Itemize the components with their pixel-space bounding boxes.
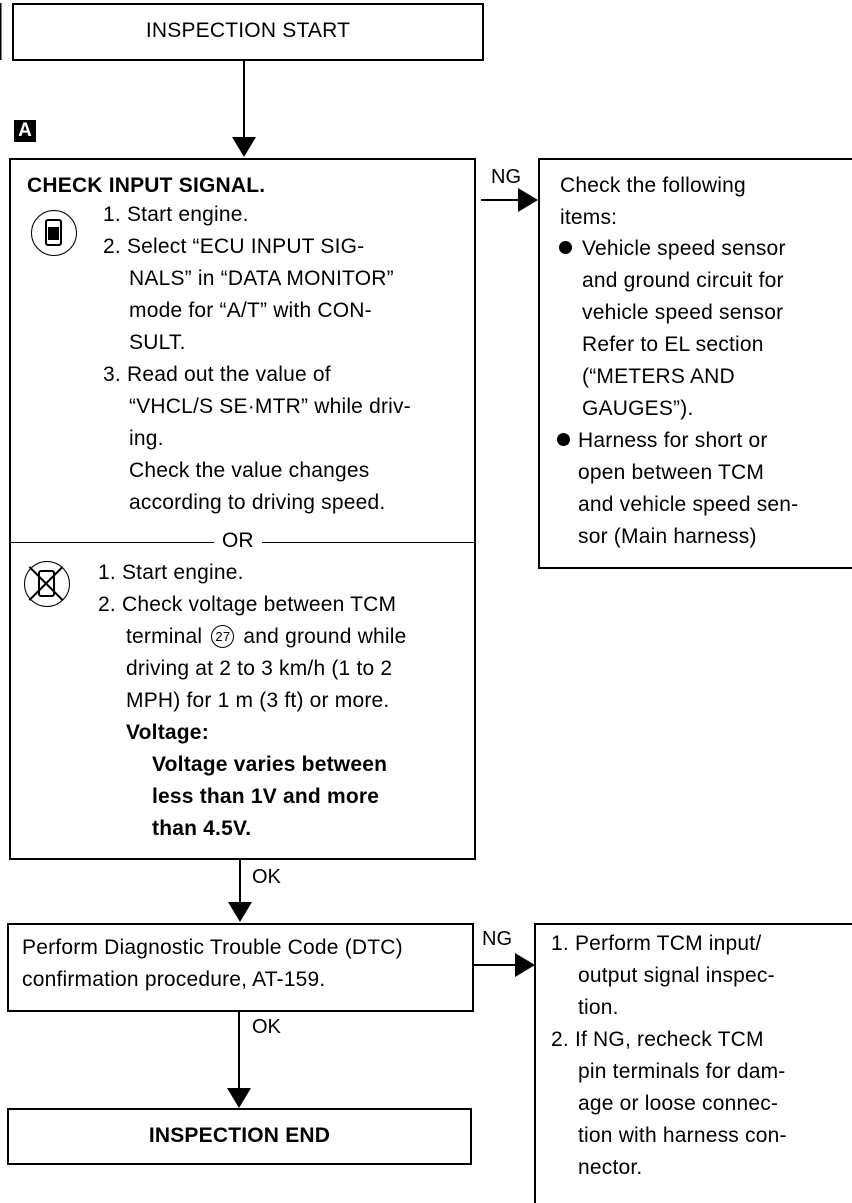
consult-step-3b: “VHCL/S SE·MTR” while driv- bbox=[129, 395, 411, 418]
bullet-icon bbox=[559, 241, 572, 254]
no-consult-step-2b: terminal 27 and ground while bbox=[126, 621, 407, 653]
voltage-spec-2: less than 1V and more bbox=[152, 785, 380, 808]
ng1-item1-line4: Refer to EL section bbox=[582, 333, 764, 356]
ng2-recheck-box bbox=[534, 923, 852, 1203]
terminal-27-icon: 27 bbox=[211, 625, 235, 648]
ng1-item1-line2: and ground circuit for bbox=[582, 269, 784, 292]
ng2-line-7: tion with harness con- bbox=[578, 1124, 787, 1147]
consult-step-2d: SULT. bbox=[129, 331, 186, 354]
ng2-line-3: tion. bbox=[578, 996, 619, 1019]
no-consult-step-2d: MPH) for 1 m (3 ft) or more. bbox=[126, 689, 390, 712]
ng1-item2-line4: sor (Main harness) bbox=[578, 525, 757, 548]
consult-step-1: 1. Start engine. bbox=[103, 203, 249, 226]
dtc-line-1: Perform Diagnostic Trouble Code (DTC) bbox=[22, 936, 403, 959]
or-label: OR bbox=[214, 529, 262, 553]
and-ground-text: and ground while bbox=[243, 625, 407, 648]
ng1-item1-line5: (“METERS AND bbox=[582, 365, 735, 388]
terminal-word: terminal bbox=[126, 625, 203, 648]
ng1-item2-line2: open between TCM bbox=[578, 461, 765, 484]
ng1-item1-line6: GAUGES”). bbox=[582, 397, 694, 420]
bullet-icon bbox=[557, 433, 570, 446]
consult-step-3e: according to driving speed. bbox=[129, 491, 386, 514]
section-marker: A bbox=[14, 120, 36, 142]
ng1-item2-line3: and vehicle speed sen- bbox=[578, 493, 799, 516]
no-consult-step-2a: 2. Check voltage between TCM bbox=[98, 593, 397, 616]
ng2-line-8: nector. bbox=[578, 1156, 643, 1179]
ng1-item1-line1: Vehicle speed sensor bbox=[582, 237, 786, 260]
ng2-line-5: pin terminals for dam- bbox=[578, 1060, 786, 1083]
consult-step-2b: NALS” in “DATA MONITOR” bbox=[129, 267, 394, 290]
inspection-end-label: INSPECTION END bbox=[148, 1124, 331, 1147]
consult-step-2a: 2. Select “ECU INPUT SIG- bbox=[103, 235, 365, 258]
dtc-line-2: confirmation procedure, AT-159. bbox=[22, 968, 326, 991]
ok-label-2: OK bbox=[252, 1016, 281, 1038]
ng2-line-1: 1. Perform TCM input/ bbox=[551, 932, 762, 955]
consult-step-3d: Check the value changes bbox=[129, 459, 370, 482]
ng1-intro-2: items: bbox=[560, 206, 618, 229]
ng1-item2-line1: Harness for short or bbox=[578, 429, 768, 452]
ng1-intro-1: Check the following bbox=[560, 174, 746, 197]
inspection-start-box: INSPECTION START bbox=[12, 3, 484, 61]
consult-step-3c: ing. bbox=[129, 427, 164, 450]
inspection-start-label: INSPECTION START bbox=[145, 19, 351, 42]
ng2-line-2: output signal inspec- bbox=[578, 964, 775, 987]
check-title: CHECK INPUT SIGNAL. bbox=[27, 174, 266, 197]
check-input-signal-box bbox=[9, 158, 476, 860]
inspection-end-box: INSPECTION END bbox=[7, 1108, 472, 1165]
consult-step-2c: mode for “A/T” with CON- bbox=[129, 299, 372, 322]
ng1-check-items-box bbox=[538, 158, 852, 569]
ng-label-1: NG bbox=[491, 166, 521, 188]
ng2-line-6: age or loose connec- bbox=[578, 1092, 779, 1115]
ok-label-1: OK bbox=[252, 866, 281, 888]
voltage-spec-1: Voltage varies between bbox=[152, 753, 388, 776]
ng2-line-4: 2. If NG, recheck TCM bbox=[551, 1028, 764, 1051]
no-consult-step-2c: driving at 2 to 3 km/h (1 to 2 bbox=[126, 657, 393, 680]
no-consult-tester-icon bbox=[24, 561, 70, 607]
voltage-spec-3: than 4.5V. bbox=[152, 817, 252, 840]
ng1-item1-line3: vehicle speed sensor bbox=[582, 301, 784, 324]
no-consult-step-1: 1. Start engine. bbox=[98, 561, 244, 584]
dtc-procedure-box bbox=[7, 923, 474, 1012]
voltage-label: Voltage: bbox=[126, 721, 209, 744]
consult-step-3a: 3. Read out the value of bbox=[103, 363, 331, 386]
ng-label-2: NG bbox=[482, 928, 512, 950]
consult-tester-icon bbox=[31, 210, 77, 256]
